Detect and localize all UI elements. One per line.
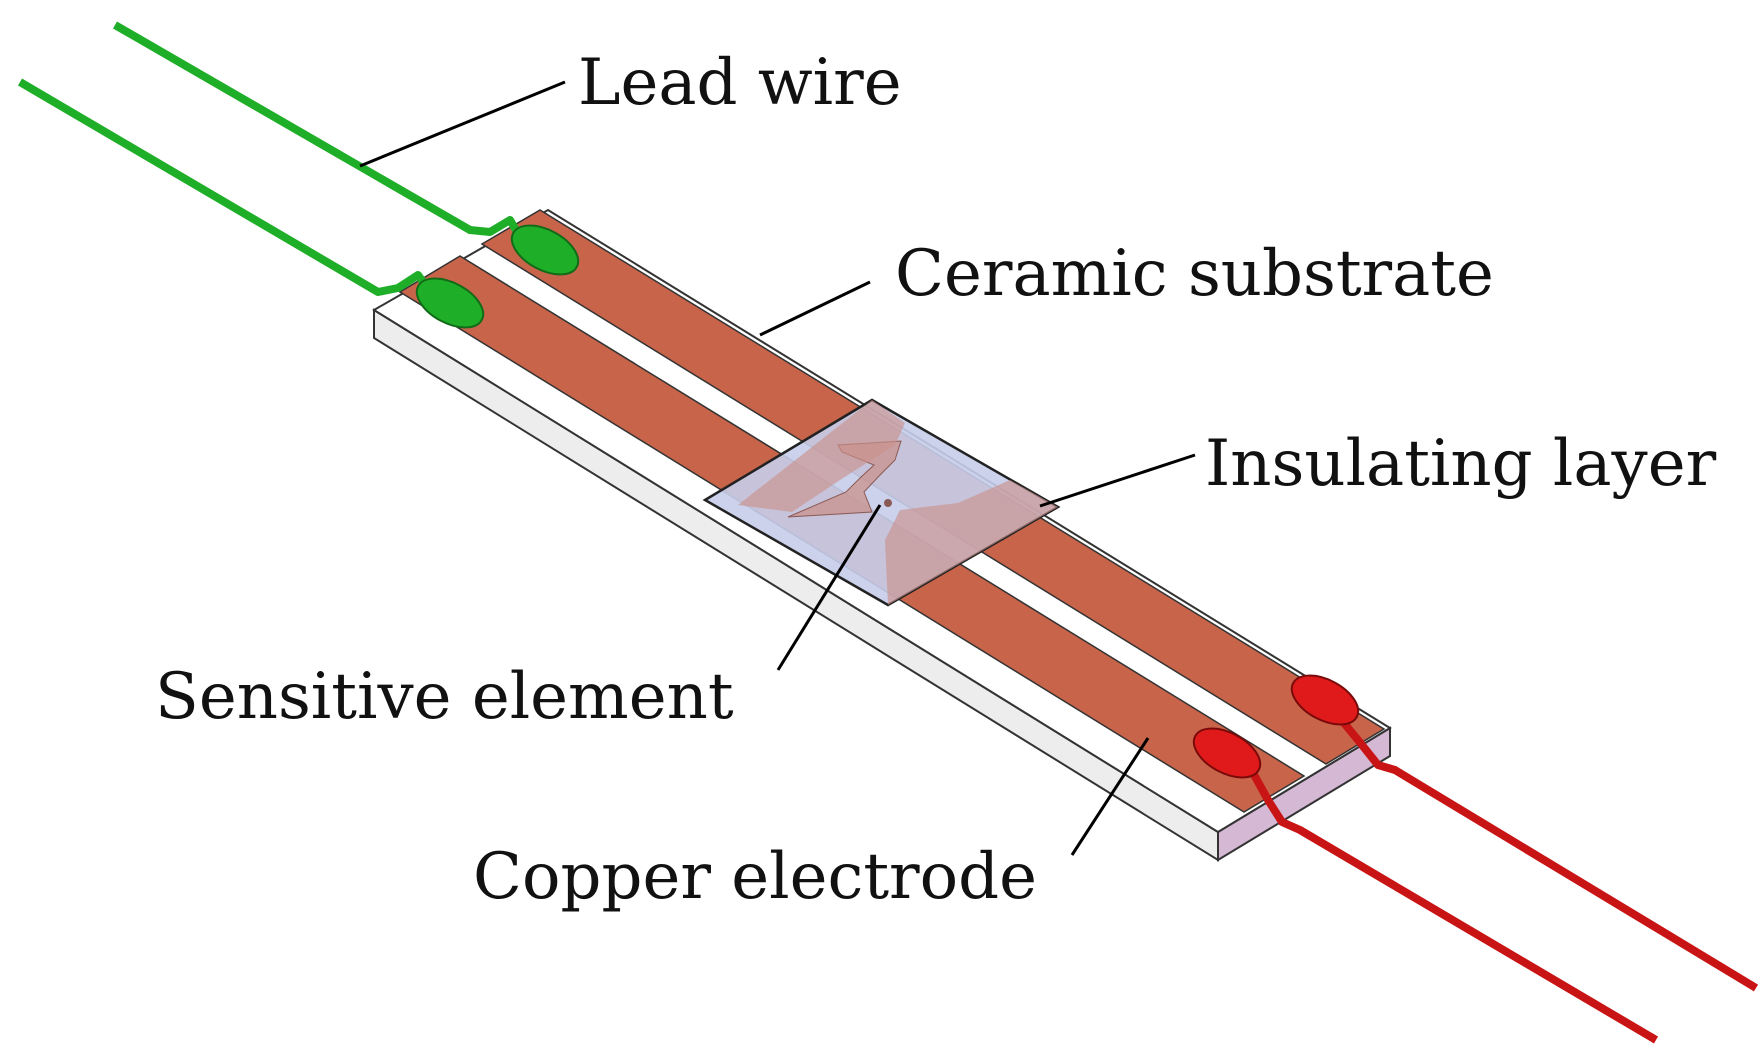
lead-wire-right-front — [1243, 760, 1659, 1044]
leader-ceramic-substrate — [759, 280, 871, 337]
label-copper-electrode: Copper electrode — [473, 840, 1037, 914]
sensitive-element-center — [884, 499, 892, 507]
leader-lines — [359, 80, 1196, 856]
solder-joint-left-back — [510, 224, 580, 276]
labels: Lead wire Ceramic substrate Insulating l… — [155, 46, 1717, 914]
lead-wire-right-back — [1331, 709, 1759, 992]
lead-wire-left-back — [112, 21, 532, 253]
solder-joint-right-front — [1192, 727, 1262, 779]
lead-wire-left-front — [17, 78, 440, 303]
solder-joint-right-back — [1290, 674, 1360, 726]
sensitive-element-lower — [885, 480, 1058, 605]
leader-lead-wire — [359, 80, 566, 168]
sensitive-element-upper — [738, 400, 905, 512]
sensitive-element-shape — [787, 440, 902, 518]
lead-wires-left — [17, 21, 580, 329]
leader-copper-electrode — [1070, 737, 1150, 856]
sensitive-element — [738, 400, 1058, 605]
solder-joint-left-front — [415, 277, 485, 329]
leader-sensitive-element — [776, 504, 882, 671]
label-ceramic-substrate: Ceramic substrate — [895, 237, 1494, 311]
leader-insulating-layer — [1039, 453, 1196, 508]
label-lead-wire: Lead wire — [578, 46, 902, 120]
label-sensitive-element: Sensitive element — [155, 660, 734, 734]
lead-wires-right — [1192, 674, 1759, 1044]
label-insulating-layer: Insulating layer — [1205, 427, 1717, 501]
